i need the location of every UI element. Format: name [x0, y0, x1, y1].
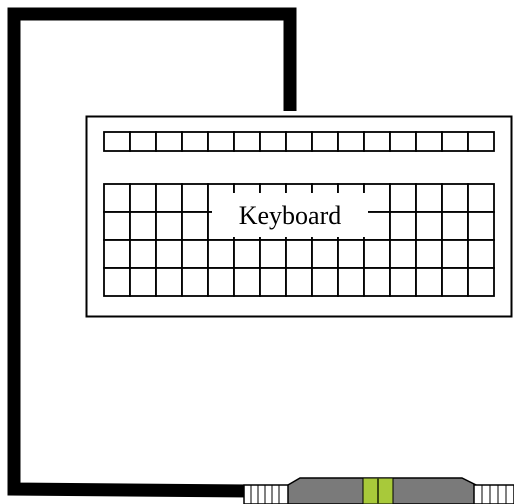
key [156, 184, 182, 212]
key [338, 240, 364, 268]
key [260, 268, 286, 296]
key [104, 240, 130, 268]
key [104, 212, 130, 240]
function-key [442, 132, 468, 151]
key [234, 268, 260, 296]
function-key [364, 132, 390, 151]
keyboard-label: Keyboard [239, 201, 342, 230]
function-key [208, 132, 234, 151]
key [468, 240, 494, 268]
key [182, 268, 208, 296]
key [208, 268, 234, 296]
key [286, 268, 312, 296]
key [312, 240, 338, 268]
key [104, 268, 130, 296]
key [416, 184, 442, 212]
key [104, 184, 130, 212]
function-key [390, 132, 416, 151]
key [442, 240, 468, 268]
key [182, 184, 208, 212]
key [156, 212, 182, 240]
function-key [234, 132, 260, 151]
key [416, 240, 442, 268]
key [390, 184, 416, 212]
key [130, 212, 156, 240]
function-key [260, 132, 286, 151]
keyboard: Keyboard [87, 117, 512, 317]
key [338, 268, 364, 296]
key [312, 268, 338, 296]
key [442, 268, 468, 296]
function-key [338, 132, 364, 151]
key [130, 184, 156, 212]
key [260, 240, 286, 268]
key [364, 268, 390, 296]
key [416, 212, 442, 240]
key [364, 240, 390, 268]
key [468, 268, 494, 296]
key [208, 240, 234, 268]
key [442, 212, 468, 240]
function-key [156, 132, 182, 151]
function-key [286, 132, 312, 151]
key [156, 240, 182, 268]
key [390, 268, 416, 296]
function-key [130, 132, 156, 151]
key [182, 212, 208, 240]
plug-tip [474, 485, 514, 504]
key [390, 240, 416, 268]
function-key-row [104, 132, 494, 151]
key [234, 240, 260, 268]
function-key [312, 132, 338, 151]
key [286, 240, 312, 268]
key [182, 240, 208, 268]
function-key [416, 132, 442, 151]
key [442, 184, 468, 212]
key [130, 240, 156, 268]
keyboard-plug [244, 478, 514, 504]
key [130, 268, 156, 296]
key [390, 212, 416, 240]
function-key [104, 132, 130, 151]
key [468, 212, 494, 240]
key [156, 268, 182, 296]
key [468, 184, 494, 212]
plug-strain-relief [244, 485, 290, 504]
function-key [182, 132, 208, 151]
function-key [468, 132, 494, 151]
key [416, 268, 442, 296]
